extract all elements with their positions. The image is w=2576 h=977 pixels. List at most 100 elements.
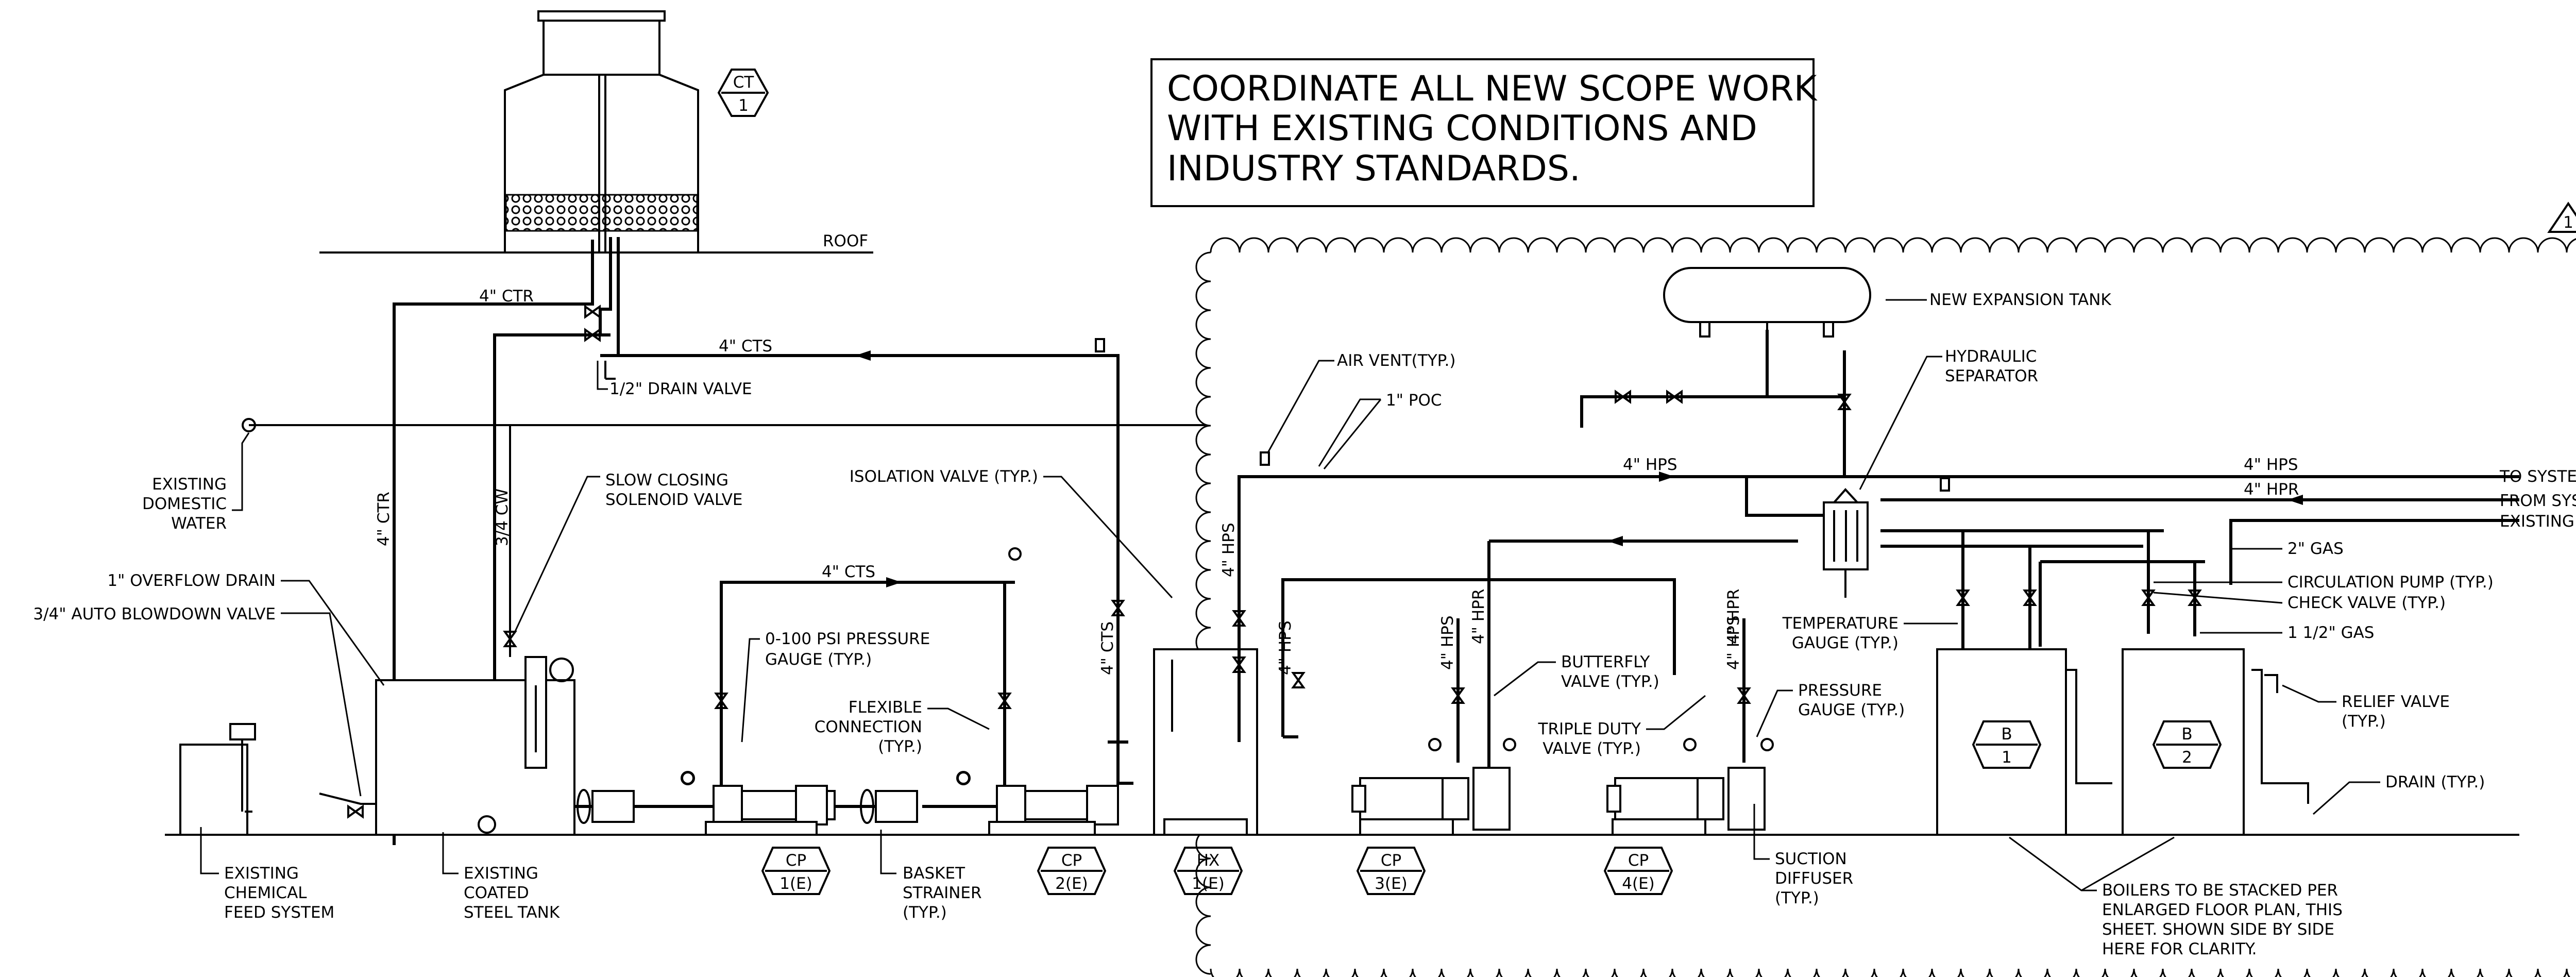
label-butterfly-valve-2: VALVE (TYP.) bbox=[1561, 672, 1659, 691]
tag-cp2: CP2(E) bbox=[1037, 847, 1107, 895]
revision-cloud bbox=[1195, 237, 2576, 977]
tag-hx1: HX1(E) bbox=[1173, 847, 1243, 895]
heat-exchanger-hx1 bbox=[1153, 648, 1258, 836]
label-existing-domestic-2: DOMESTIC bbox=[142, 495, 227, 513]
label-basket-strainer-1: BASKET bbox=[903, 864, 965, 883]
label-gas-2: 2" GAS bbox=[2287, 540, 2344, 558]
label-chemical-feed-1: EXISTING bbox=[224, 864, 299, 883]
heating-piping bbox=[1238, 330, 2519, 804]
label-slow-closing-1: SLOW CLOSING bbox=[605, 471, 728, 490]
leader-lines bbox=[200, 299, 2380, 891]
tag-ct1-bottom: 1 bbox=[738, 96, 749, 115]
pump-cp3 bbox=[1351, 767, 1511, 836]
pipe-label-hps-vert-b: 4" HPS bbox=[1276, 620, 1295, 675]
hydraulic-separator bbox=[1823, 488, 1869, 598]
boiler-b2 bbox=[2122, 648, 2245, 836]
pipe-label-hps-right: 4" HPS bbox=[2244, 456, 2298, 474]
label-auto-blowdown: 3/4" AUTO BLOWDOWN VALVE bbox=[33, 605, 276, 624]
label-isolation-valve: ISOLATION VALVE (TYP.) bbox=[850, 467, 1038, 486]
label-gas-112: 1 1/2" GAS bbox=[2287, 624, 2375, 642]
tag-ct1: CT 1 bbox=[717, 69, 769, 117]
label-suction-diffuser-1: SUCTION bbox=[1775, 850, 1847, 868]
tag-cp4: CP 4(E) bbox=[1603, 847, 1673, 895]
label-pressure-gauge-2: GAUGE (TYP.) bbox=[1798, 701, 1905, 719]
label-relief-valve-2: (TYP.) bbox=[2342, 712, 2386, 731]
label-relief-valve-1: RELIEF VALVE bbox=[2342, 693, 2450, 711]
general-note-box bbox=[1150, 58, 1815, 207]
label-new-expansion-tank: NEW EXPANSION TANK bbox=[1929, 291, 2111, 309]
tag-b2-top: B bbox=[2181, 725, 2192, 744]
label-pressure-gauge-1: PRESSURE bbox=[1798, 681, 1882, 700]
general-note-line-1: COORDINATE ALL NEW SCOPE WORK bbox=[1167, 69, 1818, 109]
pipe-label-ctr-top: 4" CTR bbox=[479, 287, 534, 306]
basket-strainer bbox=[577, 789, 918, 824]
label-hydraulic-separator-2: SEPARATOR bbox=[1945, 367, 2038, 385]
tag-cp4-top: CP bbox=[1628, 851, 1649, 870]
label-pressure-gauge-psi-2: GAUGE (TYP.) bbox=[765, 650, 872, 669]
pipe-label-hpr-cp4: 4" HPR bbox=[1724, 589, 1743, 644]
label-flexible-connection-3: (TYP.) bbox=[878, 737, 922, 756]
label-slow-closing-2: SOLENOID VALVE bbox=[605, 491, 742, 509]
label-chemical-feed-3: FEED SYSTEM bbox=[224, 903, 334, 922]
pump-cp1 bbox=[681, 771, 836, 836]
tag-cp4-bottom: 4(E) bbox=[1622, 874, 1655, 893]
label-drain-typ: DRAIN (TYP.) bbox=[2385, 773, 2485, 791]
general-note-line-3: INDUSTRY STANDARDS. bbox=[1167, 148, 1581, 189]
pump-cp4 bbox=[1606, 767, 1766, 836]
pipe-label-hps-cp4: 4" HPS bbox=[1724, 615, 1743, 670]
existing-steel-tank bbox=[375, 656, 575, 836]
label-coated-tank-3: STEEL TANK bbox=[464, 903, 560, 922]
label-flexible-connection-2: CONNECTION bbox=[815, 718, 922, 736]
tag-cp3: CP3(E) bbox=[1356, 847, 1426, 895]
label-suction-diffuser-2: DIFFUSER bbox=[1775, 869, 1853, 888]
label-boilers-note-4: HERE FOR CLARITY. bbox=[2102, 940, 2257, 958]
pipe-label-hps-cp3: 4" HPS bbox=[1438, 615, 1457, 670]
chemical-feed-system bbox=[179, 723, 376, 836]
condenser-piping bbox=[242, 237, 1206, 845]
tag-b2-bottom: 2 bbox=[2182, 748, 2192, 767]
tag-cp1-top: CP bbox=[786, 851, 806, 870]
general-note: COORDINATE ALL NEW SCOPE WORK WITH EXIST… bbox=[1150, 58, 1818, 207]
general-note-line-2: WITH EXISTING CONDITIONS AND bbox=[1167, 108, 1757, 149]
label-chemical-feed-2: CHEMICAL bbox=[224, 884, 307, 902]
label-flexible-connection-1: FLEXIBLE bbox=[849, 698, 922, 717]
label-existing-poc: EXISTING POC bbox=[2500, 512, 2576, 531]
pipe-label-ctr-vert: 4" CTR bbox=[375, 492, 393, 546]
label-temperature-gauge-1: TEMPERATURE bbox=[1782, 614, 1899, 633]
pipe-label-cw-vert: 3/4 CW bbox=[493, 488, 512, 546]
valve-symbols bbox=[347, 305, 2202, 819]
roof-label: ROOF bbox=[823, 232, 868, 250]
tag-cp2-bottom: 2(E) bbox=[1055, 874, 1088, 893]
label-pressure-gauge-psi-1: 0-100 PSI PRESSURE bbox=[765, 630, 930, 648]
pipe-label-hpr-cp3: 4" HPR bbox=[1469, 589, 1488, 644]
label-basket-strainer-2: STRAINER bbox=[903, 884, 982, 902]
label-temperature-gauge-2: GAUGE (TYP.) bbox=[1792, 634, 1899, 652]
label-hydraulic-separator-1: HYDRAULIC bbox=[1945, 347, 2037, 366]
tag-b1: B1 bbox=[1972, 720, 2042, 769]
label-existing-domestic-1: EXISTING bbox=[152, 475, 227, 494]
pipe-label-cts-vert: 4" CTS bbox=[1098, 621, 1117, 675]
tag-cp1: CP1(E) bbox=[761, 847, 831, 895]
label-existing-domestic-3: WATER bbox=[171, 514, 227, 533]
pipe-label-cts-top: 4" CTS bbox=[719, 337, 772, 356]
tag-cp3-bottom: 3(E) bbox=[1375, 874, 1408, 893]
label-air-vent: AIR VENT(TYP.) bbox=[1337, 351, 1455, 370]
boiler-b1 bbox=[1936, 648, 2067, 836]
label-coated-tank-2: COATED bbox=[464, 884, 529, 902]
label-from-system: FROM SYSTEM bbox=[2500, 492, 2576, 510]
label-triple-duty-1: TRIPLE DUTY bbox=[1538, 720, 1641, 738]
pipe-label-hps-main: 4" HPS bbox=[1623, 456, 1677, 474]
label-check-valve: CHECK VALVE (TYP.) bbox=[2287, 594, 2446, 612]
label-boilers-note-2: ENLARGED FLOOR PLAN, THIS bbox=[2102, 901, 2343, 919]
expansion-tank bbox=[1663, 267, 1871, 338]
pipe-label-hpr-right: 4" HPR bbox=[2244, 480, 2299, 499]
pipe-label-cts-pumps: 4" CTS bbox=[822, 563, 875, 581]
revision-triangle: 1 bbox=[2547, 201, 2576, 233]
tag-b1-top: B bbox=[2001, 725, 2012, 744]
label-suction-diffuser-3: (TYP.) bbox=[1775, 889, 1819, 907]
revision-mark: 1 bbox=[2563, 213, 2573, 232]
pipe-labels: 4" CTR 4" CTS 4" CTR 3/4 CW 4" CTS 4" CT… bbox=[375, 287, 2299, 675]
label-drain-valve: 1/2" DRAIN VALVE bbox=[609, 380, 752, 398]
